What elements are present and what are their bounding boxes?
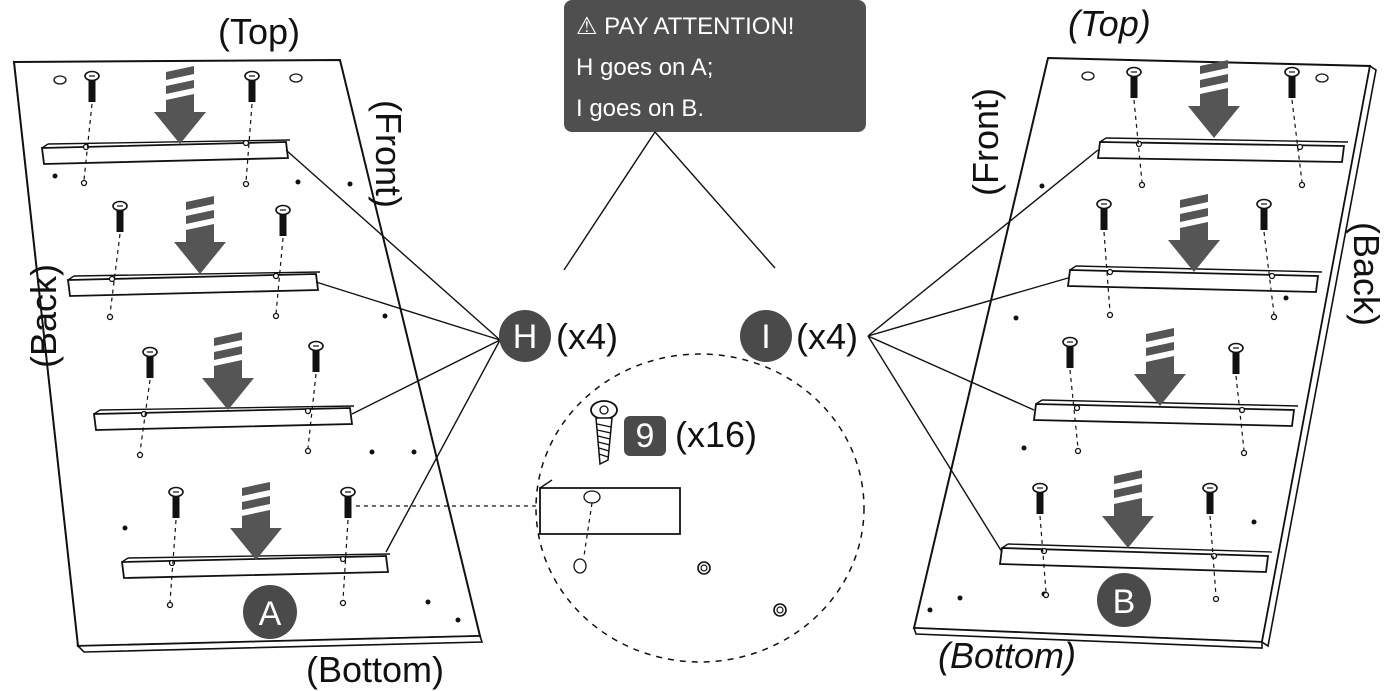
screw-9-icon (590, 400, 618, 466)
left-front-label: (Front) (368, 100, 409, 208)
rail-b-2 (1066, 265, 1323, 293)
part-h-label: H (513, 318, 538, 356)
right-bottom-label: (Bottom) (938, 635, 1076, 676)
attention-note: ⚠ PAY ATTENTION! H goes on A; I goes on … (563, 0, 866, 271)
left-back-label: (Back) (23, 264, 64, 368)
panel-a (12, 58, 484, 653)
attention-title: ⚠ PAY ATTENTION! (576, 13, 794, 40)
right-top-label: (Top) (1068, 3, 1151, 44)
detail-zoom-circle (535, 353, 865, 663)
rail-a-3 (92, 405, 355, 431)
part-h-callout: H (x4) (285, 149, 618, 553)
right-front-label: (Front) (965, 88, 1006, 196)
screw-9-badge (624, 416, 666, 456)
part-i-callout: I (x4) (740, 149, 1099, 553)
panel-a-label: A (259, 595, 282, 633)
rail-b-1 (1096, 137, 1349, 163)
right-back-label: (Back) (1346, 222, 1387, 326)
screw-9-number: 9 (636, 417, 655, 455)
panel-a-badge: A (243, 585, 297, 639)
screw-9-callout: 9 (x16) (624, 414, 757, 456)
part-i-badge (740, 310, 792, 362)
left-top-label: (Top) (218, 11, 300, 52)
panel-b-badge: B (1097, 573, 1151, 627)
screws-b (1032, 66, 1306, 603)
part-h-count: (x4) (556, 316, 618, 357)
rail-a-1 (40, 139, 291, 165)
left-bottom-label: (Bottom) (306, 649, 444, 690)
rail-b-4 (998, 543, 1273, 573)
part-h-badge (499, 310, 551, 362)
attention-line-2: I goes on B. (576, 95, 704, 122)
panel-b (912, 56, 1377, 649)
screws-a (80, 70, 356, 609)
rail-b-3 (1032, 399, 1299, 427)
part-i-label: I (761, 318, 770, 356)
panel-b-label: B (1113, 583, 1136, 621)
screw-9-count: (x16) (675, 414, 757, 455)
attention-box (564, 0, 866, 132)
attention-line-1: H goes on A; (576, 54, 713, 81)
part-i-count: (x4) (796, 316, 858, 357)
